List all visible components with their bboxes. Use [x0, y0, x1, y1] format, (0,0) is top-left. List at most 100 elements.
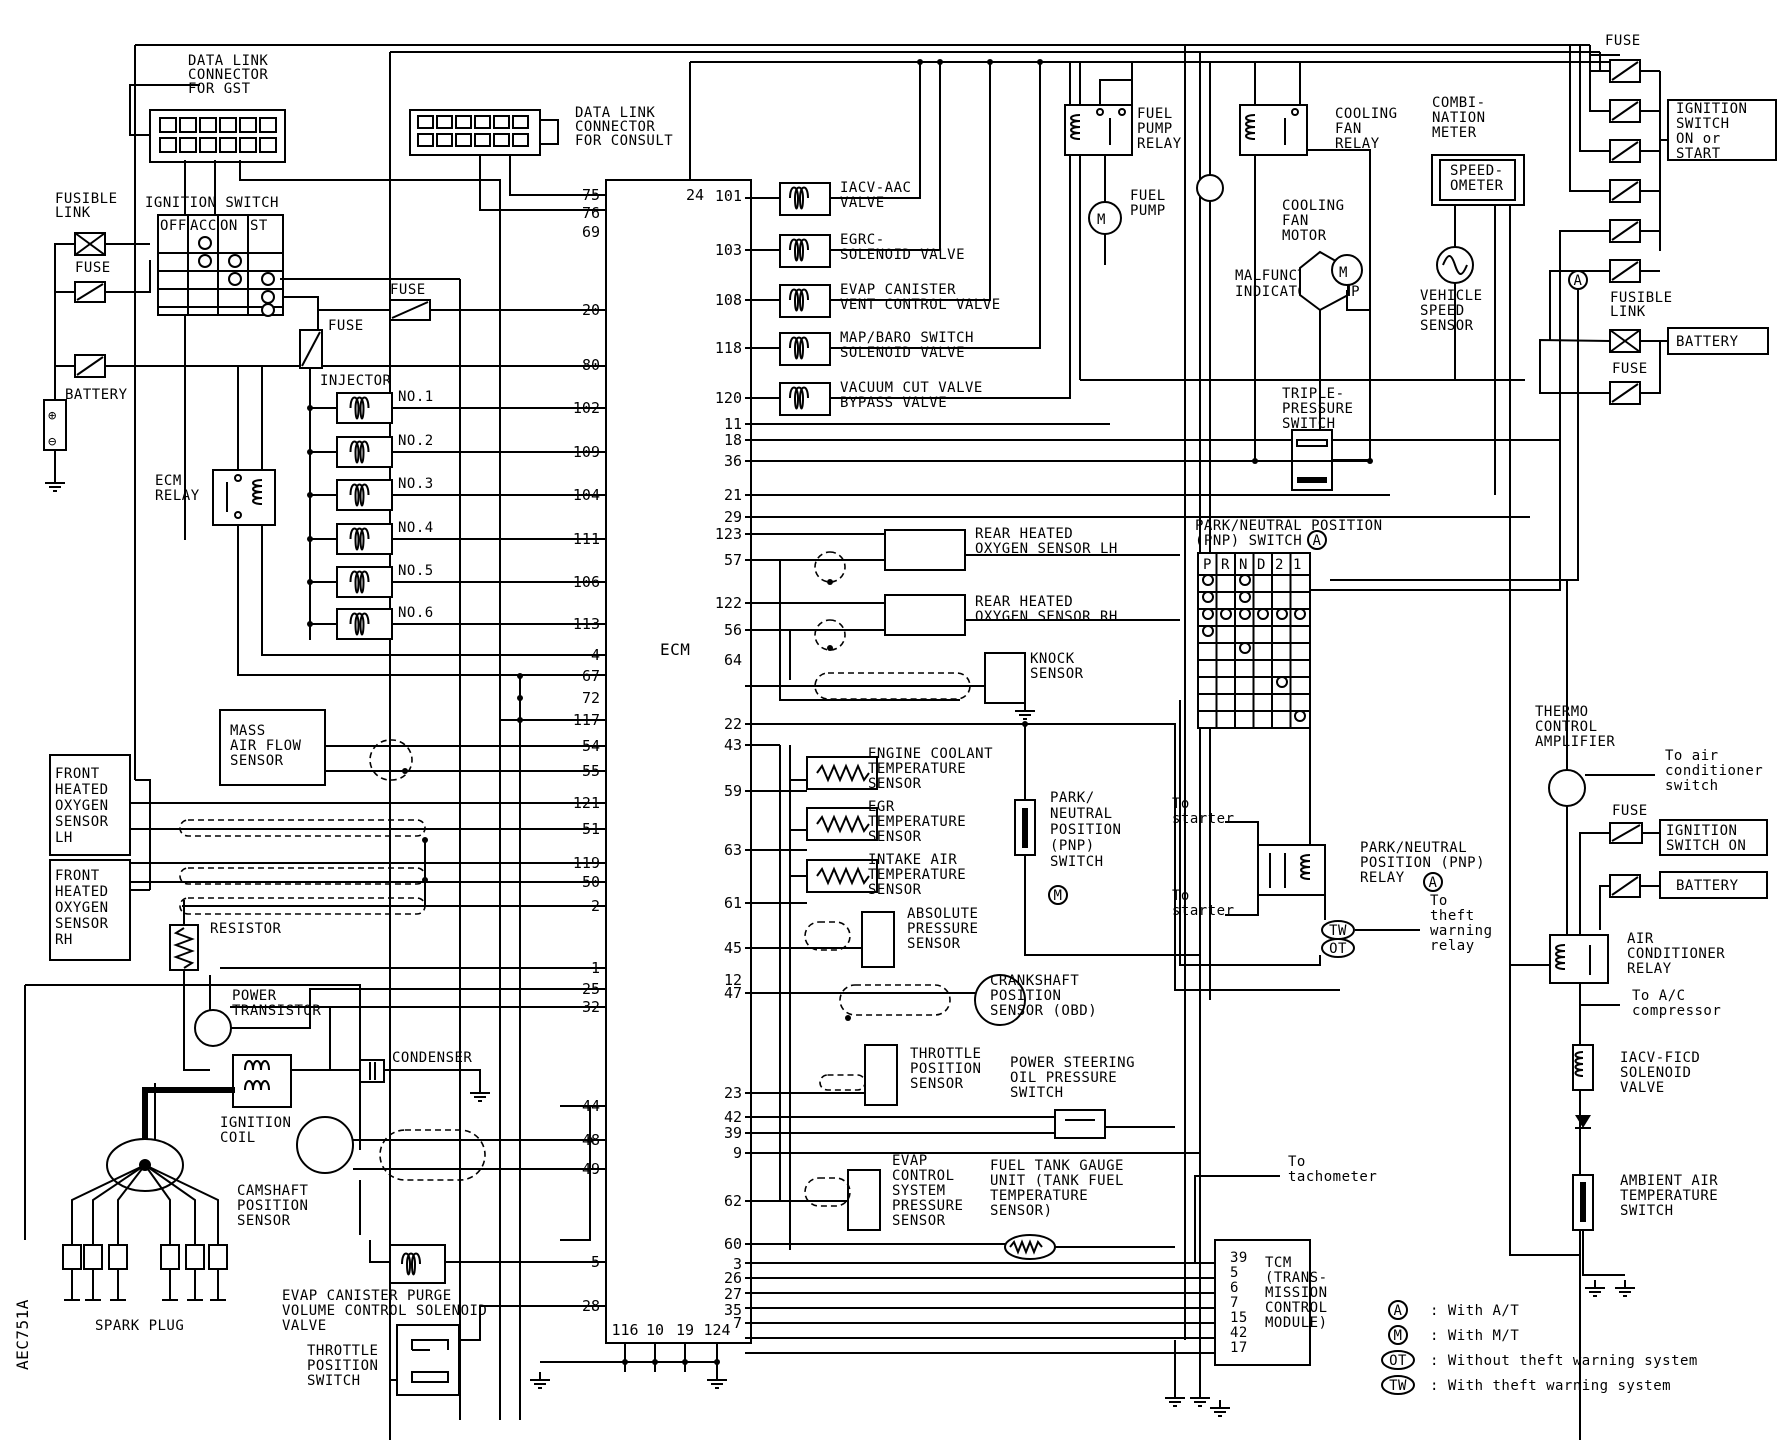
wire — [1225, 821, 1259, 855]
front-o2-lh-label: HEATED — [55, 782, 109, 798]
ecm-pin-label: 61 — [724, 894, 742, 912]
legend-symbol — [1381, 1375, 1415, 1395]
ambient-label: SWITCH — [1620, 1203, 1674, 1219]
pnp-relay-label: RELAY — [1360, 870, 1405, 886]
ecm-pin-label: 101 — [715, 187, 742, 205]
ecm-pin-label: 11 — [724, 415, 742, 433]
thermo-control-amplifier — [1548, 769, 1586, 807]
knock-sensor — [984, 652, 1026, 704]
fuse-label: FUSE — [1612, 361, 1648, 377]
wire — [76, 356, 104, 376]
thermistor-symbol — [816, 814, 870, 834]
ignition-on-start-label: ON or — [1676, 131, 1721, 147]
coil-symbol — [1574, 1051, 1584, 1077]
wire — [1640, 341, 1661, 394]
contact-circle — [198, 254, 212, 268]
contact-circle — [1276, 676, 1288, 688]
fusible-link-label: FUSIBLE — [55, 191, 118, 207]
wire — [1589, 45, 1610, 112]
ect-label: TEMPERATURE — [868, 761, 966, 777]
ecm-pin-label: 62 — [724, 1192, 742, 1210]
wire — [1611, 101, 1639, 121]
pnp-relay-label: POSITION (PNP) — [1360, 855, 1485, 871]
wire — [1599, 885, 1610, 930]
triple-pressure-label: SWITCH — [1282, 416, 1336, 432]
crankshaft-label: POSITION — [990, 988, 1061, 1004]
solenoid-label: MAP/BARO SWITCH — [840, 330, 974, 346]
wire — [1611, 383, 1639, 403]
dlc-pin — [493, 115, 510, 129]
wire — [129, 84, 200, 136]
coil-symbol — [349, 612, 370, 636]
ecm-relay-label: ECM — [155, 473, 182, 489]
evap-pressure-sensor — [847, 1169, 881, 1231]
tps-label: THROTTLE — [910, 1046, 981, 1062]
thermistor-symbol — [1009, 1239, 1043, 1255]
contact-circle — [261, 290, 275, 304]
ignition-on-start-label: IGNITION — [1676, 101, 1747, 117]
wire — [479, 155, 606, 211]
pnp-relay — [1257, 844, 1326, 896]
junction-dot — [587, 1137, 593, 1143]
high-tension-lead — [142, 1087, 235, 1140]
legend-symbol-text: A — [1429, 875, 1438, 891]
dlc-pin — [219, 117, 237, 133]
front-o2-lh-label: LH — [55, 830, 73, 846]
fuel-pump-relay-label: RELAY — [1137, 136, 1182, 152]
legend-text: : With theft warning system — [1430, 1378, 1671, 1394]
dlc-pin — [417, 133, 434, 147]
ecm-pin-label: 19 — [676, 1321, 694, 1339]
cooling-fan-relay-label: RELAY — [1335, 136, 1380, 152]
injector-label: NO.4 — [398, 520, 434, 536]
ecm-pin-label: 23 — [724, 1084, 742, 1102]
ecm-pin-label: 36 — [724, 452, 742, 470]
wire — [830, 62, 1041, 349]
contact-circle — [198, 236, 212, 250]
coil-symbol — [789, 336, 809, 360]
legend-symbol — [1388, 1325, 1408, 1345]
tcm-label: MODULE) — [1265, 1315, 1328, 1331]
front-o2-lh-label: OXYGEN — [55, 798, 109, 814]
dlc-pin — [199, 117, 217, 133]
dlc-pin — [219, 137, 237, 153]
rear-o2-rh-label: OXYGEN SENSOR RH — [975, 609, 1118, 625]
cooling-fan-motor-icon: M — [1339, 265, 1348, 281]
wire — [1611, 61, 1639, 81]
pnp-position-label: 2 — [1275, 557, 1284, 573]
junction-dot — [987, 59, 993, 65]
ecm-pin-label: 35 — [724, 1301, 742, 1319]
spark-lead — [144, 1164, 219, 1245]
spark-plug — [83, 1244, 103, 1270]
thermistor-symbol — [816, 866, 870, 886]
ecm-pin-label: 60 — [724, 1235, 742, 1253]
junction-dot — [307, 405, 313, 411]
wire — [1559, 230, 1610, 440]
shield-wire — [804, 921, 851, 951]
ecm-relay — [212, 469, 276, 526]
ac-relay-label: AIR — [1627, 931, 1654, 947]
fuel-pump-label: FUEL — [1130, 188, 1166, 204]
dlc-consult-label: CONNECTOR — [575, 119, 655, 135]
battery-label: BATTERY — [1676, 334, 1739, 350]
fusible-link-label: LINK — [1610, 304, 1646, 320]
dlc-pin — [474, 115, 491, 129]
tcm-label: TCM — [1265, 1255, 1292, 1271]
power-transistor-label: TRANSISTOR — [232, 1003, 321, 1019]
fusible-link-label: FUSIBLE — [1610, 290, 1673, 306]
coil-symbol — [349, 440, 370, 464]
contact-circle — [1202, 625, 1214, 637]
ecm-pin-label: 42 — [724, 1108, 742, 1126]
fuel-pump-relay-label: FUEL — [1137, 106, 1173, 122]
wire — [1611, 876, 1639, 896]
to-ac-comp-label: compressor — [1632, 1003, 1721, 1019]
iat-label: SENSOR — [868, 882, 922, 898]
condenser-label: CONDENSER — [392, 1050, 472, 1066]
spark-plug — [185, 1244, 205, 1270]
fuel-tank-label: SENSOR) — [990, 1203, 1053, 1219]
contact-circle — [1257, 608, 1269, 620]
ecm-pin-label: 108 — [715, 291, 742, 309]
contact-circle — [1239, 574, 1251, 586]
figure-code: AEC751A — [13, 1299, 32, 1370]
legend-text: : Without theft warning system — [1430, 1353, 1698, 1369]
ps-switch-label: POWER STEERING — [1010, 1055, 1135, 1071]
